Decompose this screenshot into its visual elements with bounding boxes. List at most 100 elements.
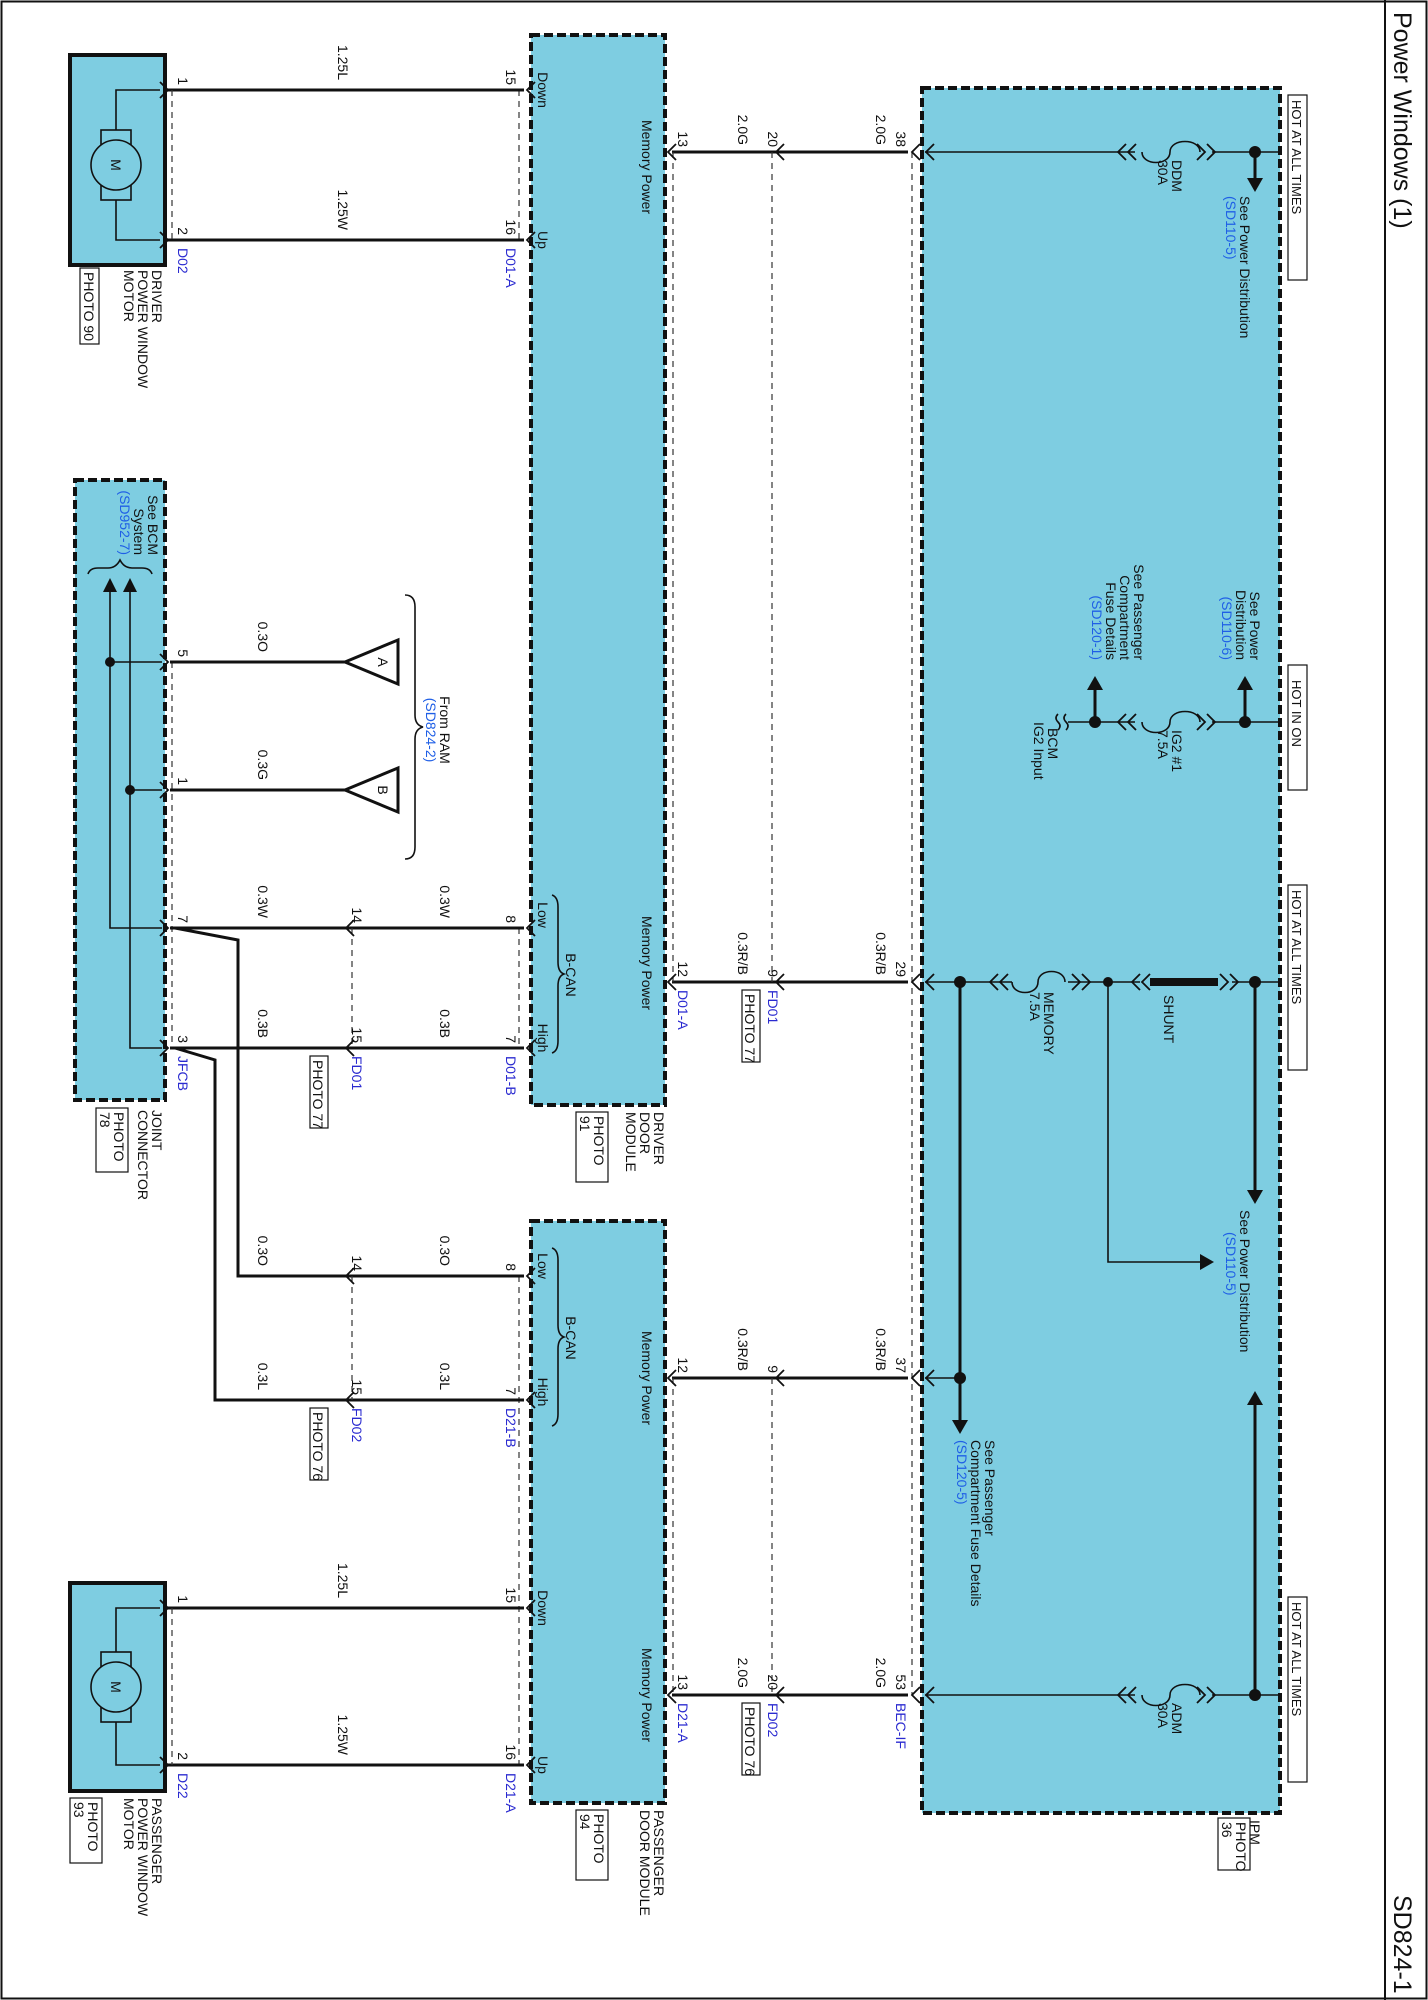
wire-label: 0.3L <box>255 1363 271 1390</box>
connector-id[interactable]: JFCB <box>175 1056 191 1091</box>
connector-pin-chevron <box>988 973 999 991</box>
ref-link[interactable]: (SD952-7) <box>117 490 133 555</box>
module-name: PASSENGER <box>651 1810 667 1896</box>
photo-box <box>95 1107 129 1173</box>
motor-name: MOTOR <box>121 270 137 322</box>
pin-number: 7 <box>503 1035 519 1043</box>
pin-number: 15 <box>503 69 519 85</box>
connector-pin-chevron <box>1081 973 1092 991</box>
connector-pin-chevron <box>1116 143 1127 161</box>
wire <box>170 660 345 792</box>
wire-label: 0.3R/B <box>735 932 751 975</box>
ref-text: See BCM <box>145 495 161 555</box>
pin-number: 1 <box>175 77 191 85</box>
fuse-adm-label: ADM <box>1169 1703 1185 1734</box>
connector-pin-chevron <box>159 653 170 671</box>
ref-text: Compartment Fuse Details <box>968 1440 984 1607</box>
wire-label: 2.0G <box>735 1658 751 1688</box>
connector-pin-chevron <box>159 1756 170 1774</box>
arrow-up-icon <box>1247 1391 1263 1405</box>
connector-pin-chevron <box>1116 1686 1127 1704</box>
module-label-down: Down <box>535 1590 551 1626</box>
connector-pin-chevron <box>525 231 536 249</box>
connector-id[interactable]: D21-B <box>503 1408 519 1448</box>
photo-label: 78 <box>97 1112 113 1128</box>
hot-label-3: HOT AT ALL TIMES <box>1287 884 1308 1071</box>
wire-label: 0.3O <box>255 622 271 652</box>
connector-pin-chevron <box>159 1039 170 1057</box>
driver-door-module[interactable] <box>529 33 667 1107</box>
connector-id[interactable]: D01-A <box>503 248 519 288</box>
wire <box>165 88 524 1767</box>
ref-link[interactable]: (SD110-5) <box>1223 196 1239 260</box>
connector-id[interactable]: BEC-IF <box>893 1703 909 1749</box>
bcm-ig2-label: BCM <box>1045 728 1061 759</box>
connector-id[interactable]: D01-B <box>503 1056 519 1096</box>
connector-pin-chevron <box>525 1267 536 1285</box>
motor-symbol: M <box>108 1681 124 1693</box>
photo-label: PHOTO 77 <box>742 994 758 1063</box>
ref-text: Distribution <box>1233 590 1249 660</box>
motor-symbol: M <box>108 159 124 171</box>
connector-id[interactable]: FD01 <box>765 990 781 1024</box>
connector-id[interactable]: D01-A <box>675 990 691 1030</box>
photo-box <box>309 1407 329 1481</box>
ref-link[interactable]: (SD110-5) <box>1223 1232 1239 1296</box>
ram-input-b-label: B <box>375 785 391 794</box>
wire-label: 1.25W <box>335 190 351 231</box>
wire-label: 0.3B <box>437 1009 453 1038</box>
ref-link[interactable]: (SD120-5) <box>954 1440 970 1505</box>
connector-id[interactable]: D21-A <box>503 1773 519 1813</box>
module-name: MODULE <box>623 1112 639 1172</box>
connector-pin-chevron <box>910 143 921 161</box>
fuse-adm-rating: 30A <box>1155 1703 1171 1729</box>
fuse-ig2-label: IG2 #1 <box>1169 730 1185 772</box>
connector-id[interactable]: D22 <box>175 1773 191 1799</box>
connector-id[interactable]: FD02 <box>349 1408 365 1442</box>
ref-link[interactable]: (SD120-1) <box>1089 595 1105 660</box>
connector-id[interactable]: FD02 <box>765 1703 781 1737</box>
passenger-door-module[interactable] <box>529 1219 667 1805</box>
connector-id[interactable]: D02 <box>175 248 191 274</box>
motor-icon <box>90 139 142 191</box>
passenger-window-motor[interactable]: M <box>68 1581 167 1793</box>
module-label-bcan: B-CAN <box>563 953 579 997</box>
wire <box>170 926 524 1402</box>
connector-id[interactable]: FD01 <box>349 1056 365 1090</box>
photo-label: 91 <box>577 1116 593 1132</box>
photo-label: PHOTO 76 <box>742 1707 758 1776</box>
wire-label: 0.3L <box>437 1363 453 1390</box>
connector-pin-chevron <box>1229 973 1240 991</box>
connector-pin-chevron <box>774 973 785 991</box>
photo-box <box>575 1111 609 1183</box>
brace <box>87 558 153 575</box>
fuse-memory-icon <box>1011 970 1066 994</box>
pin-number: 38 <box>893 131 909 147</box>
ref-link[interactable]: (SD824-2) <box>423 698 439 763</box>
pin-number: 37 <box>893 1357 909 1373</box>
connector-pin-chevron <box>1126 713 1137 731</box>
connector-pin-chevron <box>344 1267 355 1285</box>
wire-label: 0.3W <box>255 885 271 918</box>
connector-id[interactable]: D21-A <box>675 1703 691 1743</box>
connector-pin-chevron <box>910 1369 921 1387</box>
ref-link[interactable]: (SD110-6) <box>1219 596 1235 660</box>
arrow-up-icon <box>123 578 137 592</box>
ipm-box[interactable] <box>920 86 1282 1815</box>
pin-number: 15 <box>349 1027 365 1043</box>
hot-label-2: HOT IN ON <box>1287 664 1308 791</box>
connector-pin-chevron <box>1206 143 1217 161</box>
joint-internal-wiring <box>87 558 162 1049</box>
driver-window-motor[interactable]: M <box>68 53 167 267</box>
wire-label: 0.3R/B <box>873 932 889 975</box>
pin-number: 15 <box>503 1587 519 1603</box>
pin-number: 7 <box>175 915 191 923</box>
pin-number: 16 <box>503 219 519 235</box>
connector-pin-chevron <box>1071 973 1082 991</box>
motor-icon <box>90 1661 142 1713</box>
fuse-ig2-icon <box>1141 710 1201 734</box>
ram-input-a[interactable] <box>341 637 400 687</box>
ram-input-b[interactable] <box>341 765 400 815</box>
page-title: Power Windows (1) <box>1388 12 1416 229</box>
ref-text: See Passenger <box>1131 564 1147 660</box>
